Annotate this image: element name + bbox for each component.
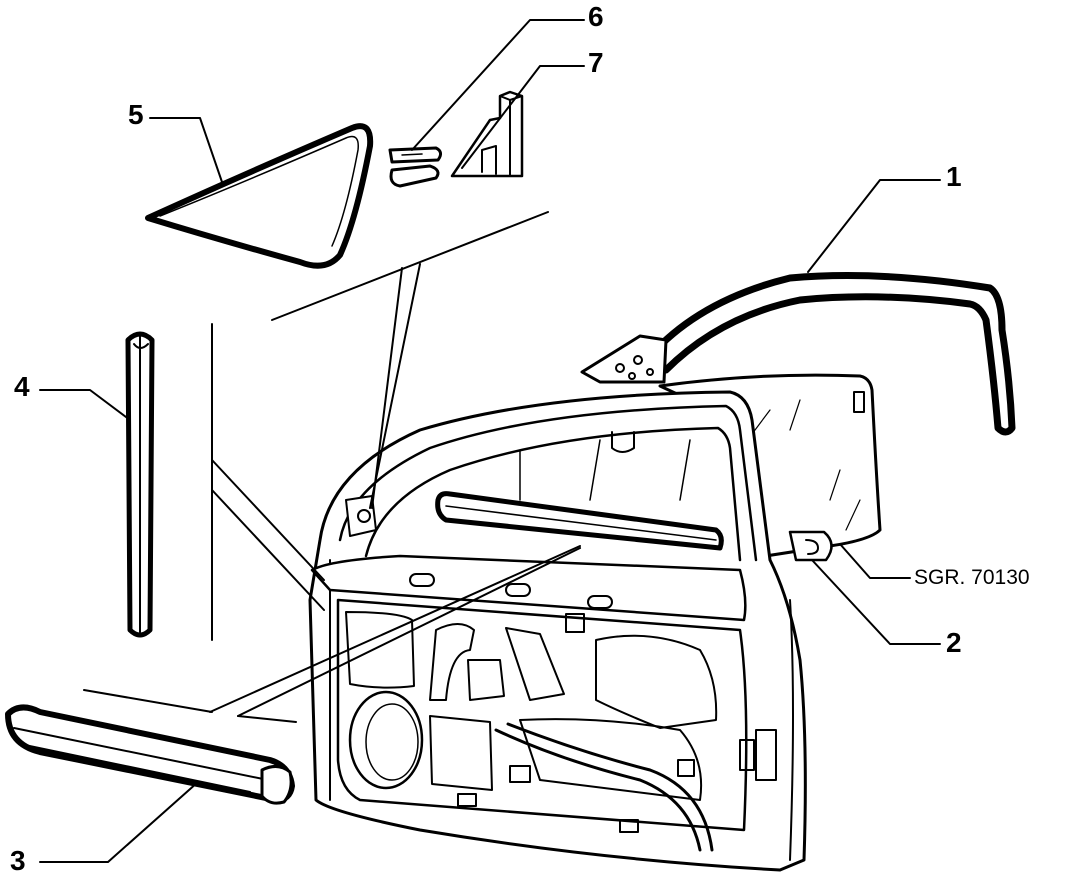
part-4-vertical-seal bbox=[125, 331, 155, 638]
leader-lines bbox=[39, 19, 941, 863]
callout-7: 7 bbox=[588, 47, 604, 78]
part-3-lower-seal bbox=[5, 704, 295, 805]
door-shell bbox=[308, 390, 833, 872]
part-5-quarter-glass bbox=[145, 123, 374, 269]
reference-code: SGR. 70130 bbox=[914, 566, 1030, 589]
callout-6: 6 bbox=[588, 1, 604, 32]
callout-1: 1 bbox=[946, 161, 962, 192]
part-6-clip bbox=[388, 146, 443, 188]
callout-4: 4 bbox=[14, 371, 30, 402]
callout-2: 2 bbox=[946, 627, 962, 658]
callout-5: 5 bbox=[128, 99, 144, 130]
part-1-frame-seal bbox=[580, 272, 1016, 436]
callout-3: 3 bbox=[10, 845, 26, 876]
guide-lines bbox=[83, 211, 581, 723]
